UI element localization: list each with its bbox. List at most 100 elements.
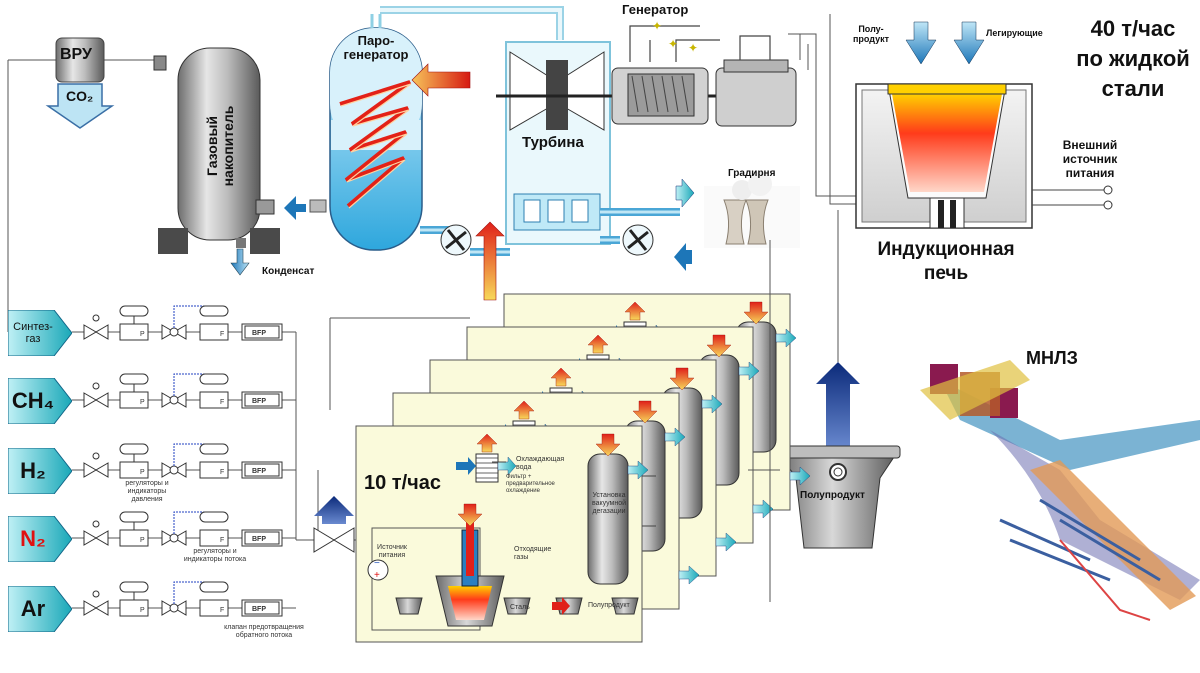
backflow-preventer-icon [241,461,283,479]
steam-return-arrow-icon [284,196,306,220]
gas-label: N₂ [20,526,46,551]
flow-regulator-icon [199,599,229,617]
heat-up-arrow-icon [475,221,505,301]
main-gas-valve [313,496,355,553]
gas-inlet-syngas: Синтез-газ [8,310,72,356]
gas-storage-tank [153,47,280,276]
gas-valve-row: P F BFP [72,305,296,341]
semi-product-input-arrow-icon [905,21,937,65]
gas-label: Ar [20,596,46,621]
generator-label: Генератор [622,2,689,17]
gas-inlet-h2: H₂ [8,448,72,494]
continuous-caster-illustration [920,360,1200,621]
semi-product-ladle [775,445,901,549]
cooling-out-arrow-icon [675,178,695,208]
shutoff-valve-icon [83,600,109,616]
module-capacity-label: 10 т/час [364,472,442,494]
svg-text:P: P [140,399,145,406]
semi-product-up-arrow-icon [816,362,860,450]
vru-label: ВРУ [60,46,92,63]
backflow-preventer-icon [241,529,283,547]
ladle-label: Полупродукт [800,490,865,501]
condensate-arrow-icon [230,248,250,276]
process-module-front: −+ [355,425,656,643]
circulation-pump-1 [440,224,472,256]
svg-text:BFP: BFP [252,398,266,405]
backflow-valve-note: клапан предотвращения обратного потока [224,624,304,639]
cooling-water-label: Охлаждающая вода [516,456,565,471]
svg-text:F: F [220,469,224,476]
svg-text:−: − [374,558,380,569]
alloying-label: Легирующие [986,28,1043,38]
svg-text:F: F [220,331,224,338]
svg-text:P: P [140,469,145,476]
gas-label: Синтез-газ [13,321,53,345]
pressure-regulators-note: регуляторы и индикаторы давления [125,480,169,503]
waste-gas-label: Отходящие газы [514,546,552,561]
spark-icon: ✦ [668,37,678,51]
backflow-preventer-icon [241,599,283,617]
gas-inlet-ch4: CH₄ [8,378,72,424]
cooling-tower-label: Градирня [728,168,776,179]
turbine-label: Турбина [522,134,584,151]
power-source-label: Источник питания [377,544,407,559]
svg-text:P: P [140,537,145,544]
gas-supply-lines [8,331,360,541]
svg-text:BFP: BFP [252,536,266,543]
induction-furnace [855,83,1113,229]
alloying-input-arrow-icon [953,21,985,65]
flow-regulator-icon [199,529,229,547]
svg-text:P: P [140,607,145,614]
gas-valve-row: P F BFP [72,373,296,409]
svg-text:BFP: BFP [252,330,266,337]
shutoff-valve-icon [83,392,109,408]
cooling-tower-icon [704,172,800,248]
flow-regulators-note: регуляторы и индикаторы потока [183,548,247,563]
steam-turbine [496,41,720,245]
gas-valve-row: P F BFP [72,443,296,479]
shutoff-valve-icon [83,324,109,340]
gas-label: CH₄ [11,388,55,413]
steam-generator [329,14,423,251]
co2-label: CO₂ [66,88,94,104]
shutoff-valve-icon [83,530,109,546]
circulation-pump-2 [622,224,654,256]
svg-text:F: F [220,537,224,544]
mnlz-label: МНЛЗ [1026,348,1078,368]
cooling-in-arrow-icon [674,243,692,271]
gas-inlet-ar: Ar [8,586,72,632]
semi-product-input-label: Полу-продукт [852,24,890,44]
steel-label: Сталь [510,604,530,611]
gas-inlet-n2: N₂ [8,516,72,562]
air-separation-unit [7,37,160,332]
svg-text:BFP: BFP [252,606,266,613]
backflow-preventer-icon [241,323,283,341]
svg-text:+: + [374,570,380,581]
gas-valve-row: P F BFP [72,581,296,617]
module-semi-product-label: Полупродукт [588,602,630,609]
svg-text:BFP: BFP [252,468,266,475]
spark-icon: ✦ [652,19,662,33]
vacuum-degassing-label: Установка вакуумной дегазации [591,492,627,515]
flow-regulator-icon [199,461,229,479]
filter-label: Фильтр + предварительное охлаждение [506,474,555,494]
flow-regulator-icon [199,391,229,409]
heat-input-arrow-icon [411,63,471,97]
steam-generator-label: Паро-генератор [343,33,409,62]
shutoff-valve-icon [83,462,109,478]
electric-generator: ✦ ✦ ✦ [611,19,797,127]
svg-text:F: F [220,399,224,406]
svg-text:P: P [140,331,145,338]
flow-regulator-icon [199,323,229,341]
svg-text:F: F [220,607,224,614]
backflow-preventer-icon [241,391,283,409]
gas-label: H₂ [20,458,46,483]
gas-valve-row: P F BFP [72,511,296,547]
condensate-label: Конденсат [262,266,315,277]
spark-icon: ✦ [688,41,698,55]
